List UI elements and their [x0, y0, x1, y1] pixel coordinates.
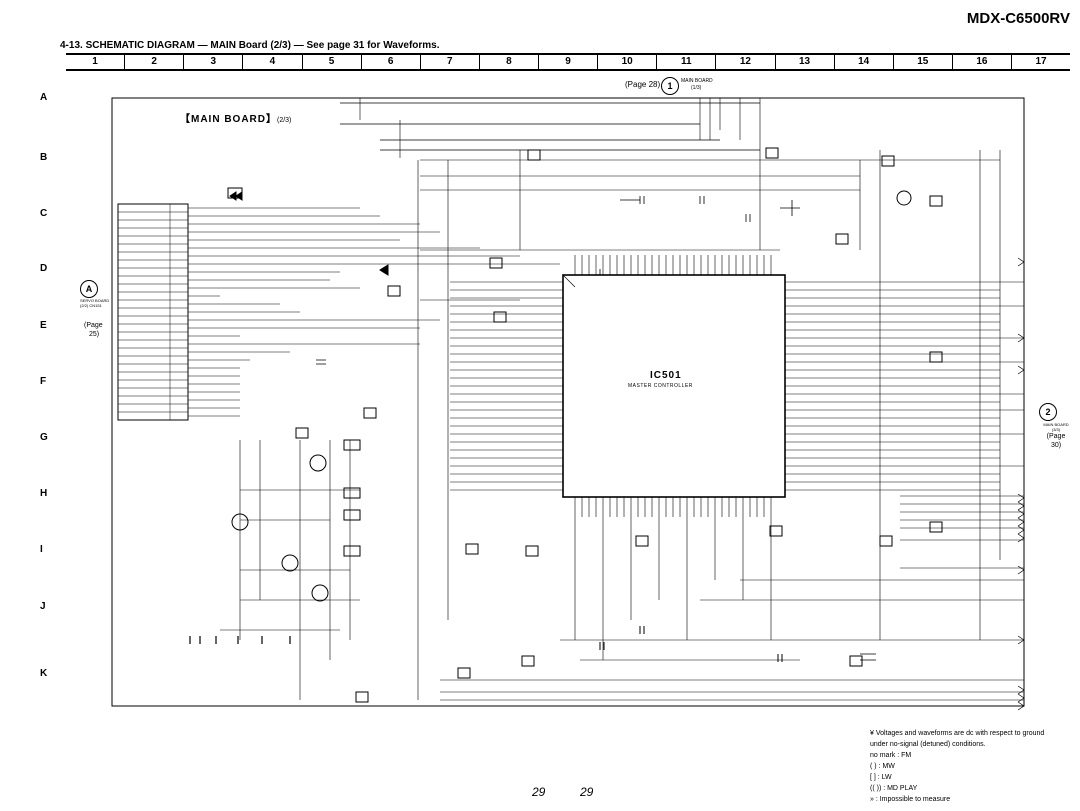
small-parts	[229, 190, 912, 662]
top-connector-page-ref: (Page 28)	[625, 80, 661, 89]
column-label: 5	[301, 55, 361, 69]
row-label: E	[40, 320, 47, 331]
note-line: no mark : FM	[870, 752, 912, 759]
component-boxes	[227, 147, 943, 703]
vertical-buses	[417, 150, 1001, 700]
column-label: 4	[242, 55, 301, 69]
column-label: 15	[892, 55, 952, 69]
column-label: 6	[360, 55, 420, 69]
row-label: I	[40, 544, 43, 555]
right-edge-connectors	[1017, 257, 1025, 711]
left-connector-block	[117, 203, 560, 421]
column-label: 13	[774, 55, 834, 69]
row-label: A	[40, 92, 48, 103]
column-label: 17	[1011, 55, 1070, 69]
top-connector-label-sub: (1/3)	[691, 85, 702, 91]
note-line: [ ] : LW	[870, 774, 892, 781]
board-title: 【MAIN BOARD】(2/3)	[180, 114, 292, 125]
row-label: C	[40, 208, 48, 219]
note-line: » : Impossible to measure	[870, 796, 951, 803]
row-label: K	[40, 668, 48, 679]
row-label: H	[40, 488, 48, 499]
model-name: MDX-C6500RV	[966, 10, 1070, 27]
right-connector-symbol: 2	[1039, 403, 1057, 421]
column-label: 11	[656, 55, 715, 69]
schematic-heading: 4-13. SCHEMATIC DIAGRAM — MAIN Board (2/…	[60, 40, 440, 51]
top-connector-label: MAIN BOARD	[681, 78, 713, 84]
right-connector-label: MAIN BOARD (3/3)	[1043, 422, 1069, 432]
page-number-left: 29	[532, 785, 546, 799]
left-connector-page-ref: (Page	[84, 322, 103, 329]
column-label: 7	[419, 55, 479, 69]
row-label: G	[40, 432, 48, 443]
column-label: 3	[183, 55, 242, 69]
top-connector-symbol: 1	[661, 77, 679, 95]
column-label: 2	[124, 55, 183, 69]
column-label: 10	[597, 55, 656, 69]
measurement-notes: ¥ Voltages and waveforms are dc with res…	[870, 728, 1044, 805]
column-label: 14	[833, 55, 893, 69]
note-line: ¥ Voltages and waveforms are dc with res…	[870, 730, 1045, 737]
right-connector-ref: MAIN BOARD (3/3) (Page 30)	[1040, 422, 1072, 450]
ic501-label: IC501	[650, 370, 682, 381]
note-line: under no-signal (detuned) conditions.	[870, 741, 986, 748]
left-connector-symbol: A	[80, 280, 98, 298]
column-ruler: 1 2 3 4 5 6 7 8 9 10 11 12 13 14 15 16 1…	[66, 53, 1070, 71]
left-connector-page-ref-2: 25)	[89, 331, 100, 338]
right-connector-page-ref: (Page	[1046, 433, 1066, 440]
left-connector-label: SERVO BOARD (2/2) CN151	[80, 298, 110, 308]
row-label: F	[40, 376, 47, 387]
board-title-sub: (2/3)	[277, 117, 292, 124]
column-label: 16	[951, 55, 1011, 69]
right-connector-page-ref-2: 30)	[1050, 442, 1062, 449]
column-label: 12	[715, 55, 774, 69]
row-label: J	[40, 601, 46, 612]
row-label: D	[40, 263, 48, 274]
ic501-pins	[450, 255, 1024, 517]
note-line: (( )) : MD PLAY	[870, 785, 918, 792]
column-label: 8	[478, 55, 538, 69]
board-title-text: MAIN BOARD	[191, 114, 266, 125]
bottom-traces	[440, 495, 1024, 701]
top-bus	[170, 97, 1024, 250]
page-number-right: 29	[580, 785, 594, 799]
note-line: ( ) : MW	[870, 763, 895, 770]
ic501-name: MASTER CONTROLLER	[628, 383, 693, 389]
column-label: 1	[92, 56, 98, 67]
column-label: 9	[538, 55, 597, 69]
regulator-section	[189, 439, 361, 700]
row-label: B	[40, 152, 48, 163]
